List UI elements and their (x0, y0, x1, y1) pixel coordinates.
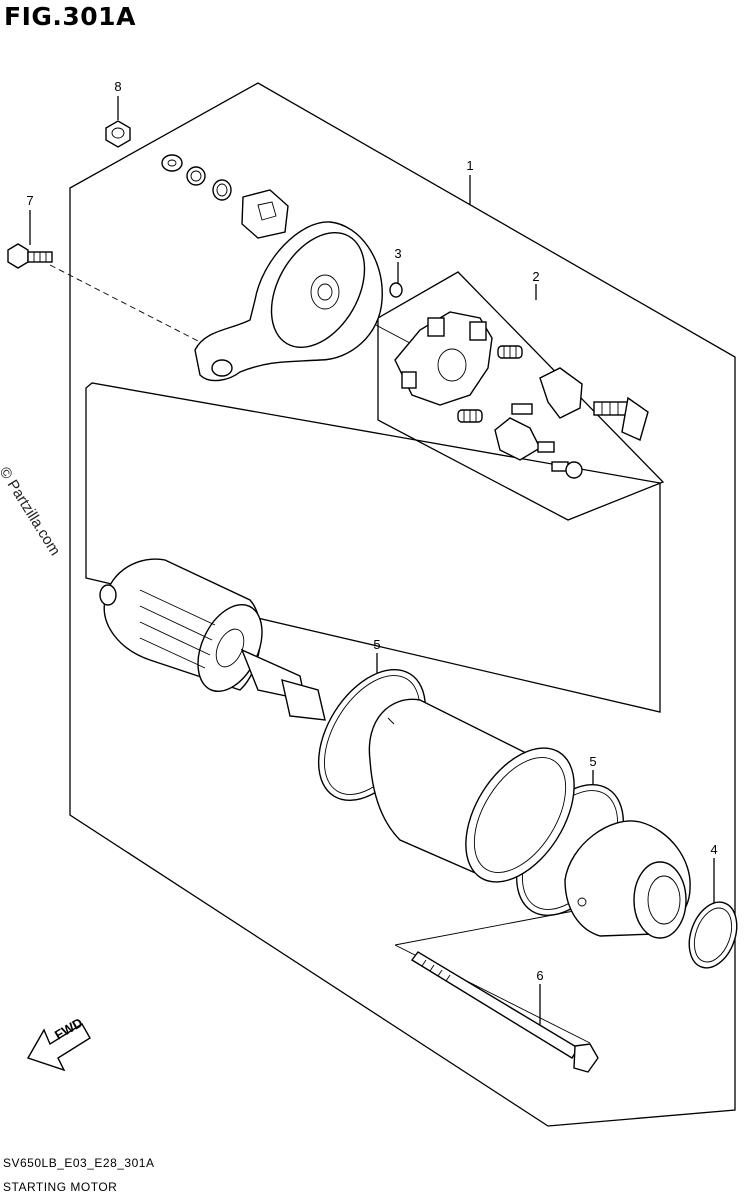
figure-title: FIG.301A (4, 2, 136, 31)
callout-4: 4 (710, 842, 717, 857)
assembly-boundary-outer (69, 82, 736, 1127)
part-armature (99, 558, 326, 721)
assembly-boundary-inner (85, 382, 661, 713)
callout-5b: 5 (589, 754, 596, 769)
part-brush-holder (394, 311, 493, 406)
part-end-cover (194, 221, 383, 382)
part-bolt-short (7, 243, 53, 269)
part-springs (457, 345, 523, 423)
part-yoke-housing (368, 698, 575, 883)
part-insulator-bushing (241, 189, 289, 239)
callout-5a: 5 (373, 637, 380, 652)
fwd-arrow-icon: FWD (26, 1015, 91, 1072)
part-front-housing (564, 820, 691, 939)
callout-6: 6 (536, 968, 543, 983)
part-o-ring-small (389, 282, 403, 298)
callout-3: 3 (394, 246, 401, 261)
part-o-ring-front (688, 901, 738, 969)
figure-code: SV650LB_E03_E28_301A (3, 1156, 155, 1170)
part-through-bolt (410, 951, 599, 1073)
part-screw-small (551, 461, 583, 479)
callout-1: 1 (466, 158, 473, 173)
part-washers-top (161, 154, 232, 201)
callout-7: 7 (26, 193, 33, 208)
brush-holder-boundary (377, 271, 665, 521)
part-nut (105, 120, 131, 148)
callout-8: 8 (114, 79, 121, 94)
part-brushes (494, 367, 583, 461)
part-terminal-bolt (593, 396, 649, 441)
figure-name: STARTING MOTOR (3, 1180, 118, 1194)
callout-2: 2 (532, 269, 539, 284)
